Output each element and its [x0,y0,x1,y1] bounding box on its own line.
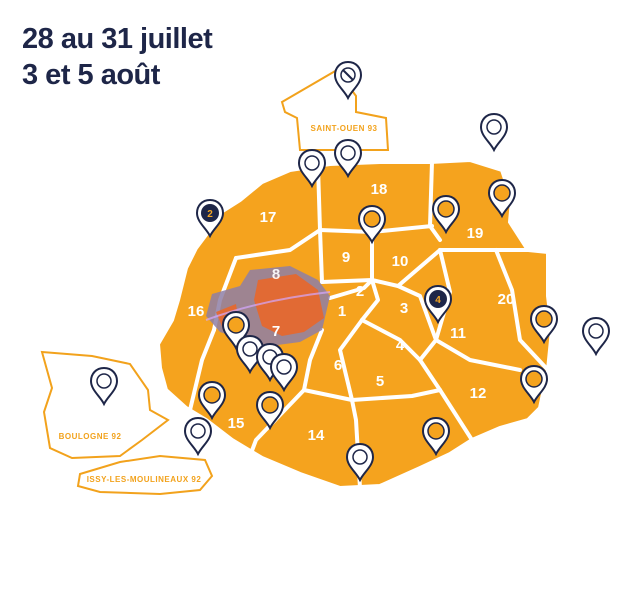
arr-label-10: 10 [392,253,409,270]
map-pin-icon[interactable] [582,317,610,355]
arr-label-8: 8 [272,266,280,283]
arr-label-9: 9 [342,249,350,266]
map-pin-icon[interactable] [184,417,212,455]
map-pin-icon[interactable] [480,113,508,151]
arr-label-4: 4 [396,337,405,354]
arr-label-2: 2 [356,283,364,300]
map-pin-icon[interactable] [334,61,362,99]
title-line-1: 28 au 31 juillet [22,23,213,55]
boulogne-label: BOULOGNE 92 [59,432,122,441]
title-line-2: 3 et 5 août [22,59,160,91]
arr-label-6: 6 [334,357,342,374]
arr-label-20: 20 [498,291,515,308]
issy-label: ISSY-LES-MOULINEAUX 92 [87,475,202,484]
svg-text:2: 2 [207,209,213,220]
arr-label-15: 15 [228,415,245,432]
arr-label-7: 7 [272,323,280,340]
arr-label-14: 14 [308,427,325,444]
venue-pins: 2 4 [90,61,610,481]
map-pin-2-icon[interactable]: 2 [196,199,224,237]
arr-label-11: 11 [450,325,466,342]
arr-label-3: 3 [400,300,408,317]
arr-label-1: 1 [338,303,346,320]
boulogne-outline [40,350,170,460]
map-pin-4-icon[interactable]: 4 [424,285,452,323]
arr-label-5: 5 [376,373,384,390]
arr-label-17: 17 [260,209,277,226]
saint-ouen-outline [280,68,390,151]
arr-label-16: 16 [188,303,205,320]
issy-outline [76,454,214,496]
arrondissement-labels: 17 18 19 9 10 8 2 20 16 1 3 11 7 4 6 5 1… [188,181,515,444]
saint-ouen-label: SAINT-OUEN 93 [311,124,378,133]
map-pin-icon[interactable] [90,367,118,405]
arr-label-18: 18 [371,181,388,198]
arr-label-19: 19 [467,225,484,242]
arr-label-12: 12 [470,385,487,402]
svg-text:4: 4 [435,295,441,306]
